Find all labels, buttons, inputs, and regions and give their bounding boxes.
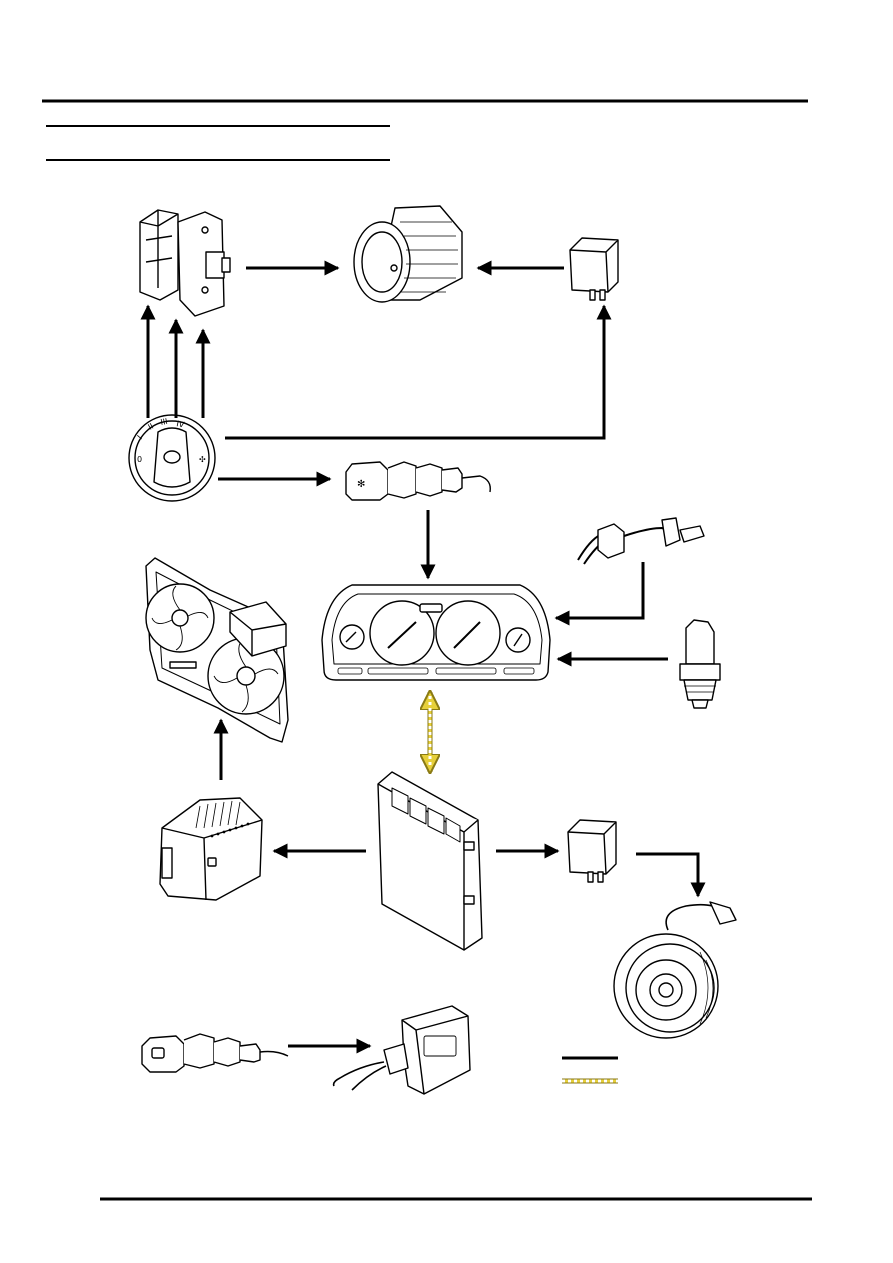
evaporator-sensor-connector [141, 1033, 289, 1073]
dial-label-i: I [136, 434, 144, 442]
dial-label-ii: II [147, 422, 156, 432]
blower-motor [353, 205, 463, 303]
evaporator-temp-sensor [332, 1005, 471, 1095]
coolant-sensor [679, 619, 721, 709]
dial-label-iv: IV [176, 419, 186, 430]
engine-ecm [377, 771, 483, 951]
blower-resistor [139, 209, 231, 317]
blower-relay [569, 237, 619, 301]
fan-control-module [159, 797, 263, 901]
dial-label-iii: III [160, 417, 169, 427]
arrow-comp-relay-to-clutch [636, 852, 706, 898]
compressor-relay [567, 819, 617, 883]
instrument-cluster [321, 584, 551, 681]
fan-icon: ✣ [199, 455, 206, 464]
arrow-trinary-to-cluster [554, 562, 645, 626]
snowflake-icon: ✻ [357, 479, 365, 490]
arrow-switch-to-relay [225, 304, 612, 440]
blower-switch[interactable] [128, 414, 216, 502]
compressor-clutch [613, 901, 737, 1039]
legend [562, 1056, 618, 1084]
ac-switch[interactable]: ✻ [345, 461, 491, 501]
dial-label-off: 0 [137, 455, 142, 464]
cooling-fans [145, 557, 289, 743]
trinary-sensor [577, 517, 705, 565]
